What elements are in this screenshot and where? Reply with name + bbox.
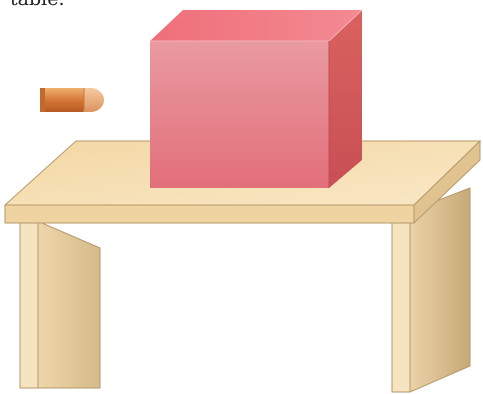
block-icon <box>150 10 362 188</box>
bullet-icon <box>40 88 104 112</box>
table-leg-left <box>20 223 100 388</box>
